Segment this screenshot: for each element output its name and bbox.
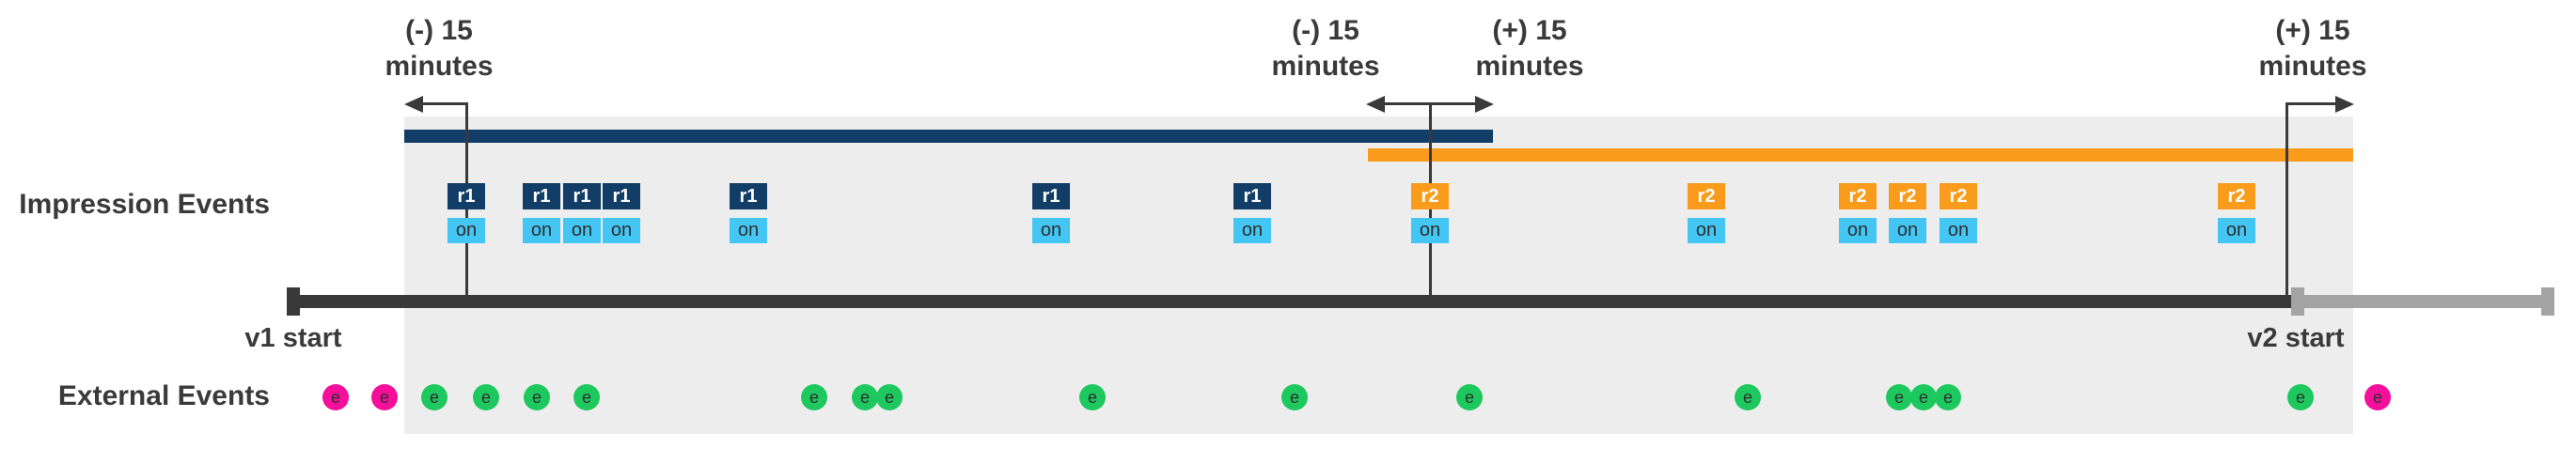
- external-event-green-dot: e: [421, 384, 448, 410]
- v1-timeline-segment: [289, 295, 2291, 308]
- impression-event-on-badge: on: [1940, 218, 1977, 243]
- external-event-green-dot: e: [1910, 384, 1937, 410]
- impression-event-r1-badge: r1: [1032, 183, 1070, 209]
- impression-event-on-badge: on: [1688, 218, 1725, 243]
- ramp-change-minus-offset-label: (-) 15 minutes: [1185, 13, 1467, 85]
- impression-event-on-badge: on: [603, 218, 640, 243]
- impression-event-on-badge: on: [1411, 218, 1449, 243]
- ramp-change-plus-offset-label-line1: (+) 15: [1492, 15, 1567, 46]
- v1-start-label: v1 start: [244, 323, 342, 353]
- v2-window-offset-arrow-line: [2287, 102, 2339, 105]
- v2-timeline-segment: [2291, 295, 2554, 308]
- impression-event-r1-badge: r1: [1233, 183, 1271, 209]
- ramp-change-minus-offset-label-line2: minutes: [1271, 51, 1380, 82]
- impression-event-r2-badge: r2: [1688, 183, 1725, 209]
- external-events-row-label: External Events: [57, 380, 270, 411]
- ramp-change-plus-offset-arrow-head-icon: [1475, 96, 1494, 113]
- external-event-pink-dot: e: [322, 384, 349, 410]
- impression-event-r1-badge: r1: [730, 183, 767, 209]
- v2-start-label: v2 start: [2247, 323, 2345, 353]
- impression-event-r1-badge: r1: [523, 183, 560, 209]
- ramp-change-minus-offset-arrow-head-icon: [1366, 96, 1385, 113]
- external-event-green-dot: e: [1886, 384, 1912, 410]
- v2-timeline-segment-cap: [2541, 287, 2554, 316]
- v1-timeline-segment-cap: [287, 287, 300, 316]
- v2-window-offset-label: (+) 15 minutes: [2172, 13, 2454, 85]
- v2-timeline-segment-cap: [2291, 287, 2304, 316]
- external-event-green-dot: e: [1079, 384, 1106, 410]
- analysis-region-background: [404, 116, 2353, 434]
- external-event-green-dot: e: [1735, 384, 1761, 410]
- r1-window-offset-arrow-line: [419, 102, 467, 105]
- impression-event-on-badge: on: [2218, 218, 2255, 243]
- impression-events-row-label: Impression Events: [19, 189, 270, 220]
- impression-event-r2-badge: r2: [2218, 183, 2255, 209]
- external-event-green-dot: e: [573, 384, 600, 410]
- impression-event-on-badge: on: [730, 218, 767, 243]
- external-event-green-dot: e: [473, 384, 499, 410]
- external-event-green-dot: e: [1281, 384, 1308, 410]
- r1-window-offset-label-line1: (-) 15: [405, 15, 473, 46]
- impression-event-r2-badge: r2: [1839, 183, 1877, 209]
- external-event-green-dot: e: [801, 384, 827, 410]
- ramp-change-plus-offset-arrow-line: [1430, 102, 1479, 105]
- r1-window-offset-label: (-) 15 minutes: [298, 13, 580, 85]
- r2-analysis-window-bar: [1368, 148, 2353, 162]
- v2-window-offset-marker-line: [2285, 102, 2288, 295]
- impression-event-r1-badge: r1: [448, 183, 485, 209]
- impression-event-on-badge: on: [563, 218, 601, 243]
- ramp-change-plus-offset-label: (+) 15 minutes: [1389, 13, 1671, 85]
- external-event-green-dot: e: [524, 384, 550, 410]
- external-event-green-dot: e: [1456, 384, 1483, 410]
- ramp-change-minus-offset-arrow-line: [1381, 102, 1430, 105]
- r1-analysis-window-bar: [404, 130, 1493, 143]
- external-event-green-dot: e: [1935, 384, 1961, 410]
- impression-event-r1-badge: r1: [563, 183, 601, 209]
- v2-window-offset-label-line1: (+) 15: [2275, 15, 2350, 46]
- impression-event-on-badge: on: [523, 218, 560, 243]
- impression-event-r2-badge: r2: [1889, 183, 1926, 209]
- impression-event-r2-badge: r2: [1411, 183, 1449, 209]
- external-event-green-dot: e: [852, 384, 878, 410]
- impression-event-on-badge: on: [1839, 218, 1877, 243]
- r1-window-offset-arrow-head-icon: [404, 96, 423, 113]
- external-event-green-dot: e: [876, 384, 903, 410]
- r1-window-offset-label-line2: minutes: [385, 51, 494, 82]
- ramp-change-plus-offset-label-line2: minutes: [1475, 51, 1584, 82]
- impression-event-on-badge: on: [448, 218, 485, 243]
- impression-event-r2-badge: r2: [1940, 183, 1977, 209]
- impression-event-r1-badge: r1: [603, 183, 640, 209]
- external-event-pink-dot: e: [371, 384, 398, 410]
- impression-event-on-badge: on: [1233, 218, 1271, 243]
- external-event-pink-dot: e: [2364, 384, 2391, 410]
- v2-window-offset-arrow-head-icon: [2335, 96, 2354, 113]
- ramp-change-minus-offset-label-line1: (-) 15: [1292, 15, 1359, 46]
- v2-window-offset-label-line2: minutes: [2258, 51, 2367, 82]
- impression-event-on-badge: on: [1032, 218, 1070, 243]
- impression-event-on-badge: on: [1889, 218, 1926, 243]
- external-event-green-dot: e: [2287, 384, 2314, 410]
